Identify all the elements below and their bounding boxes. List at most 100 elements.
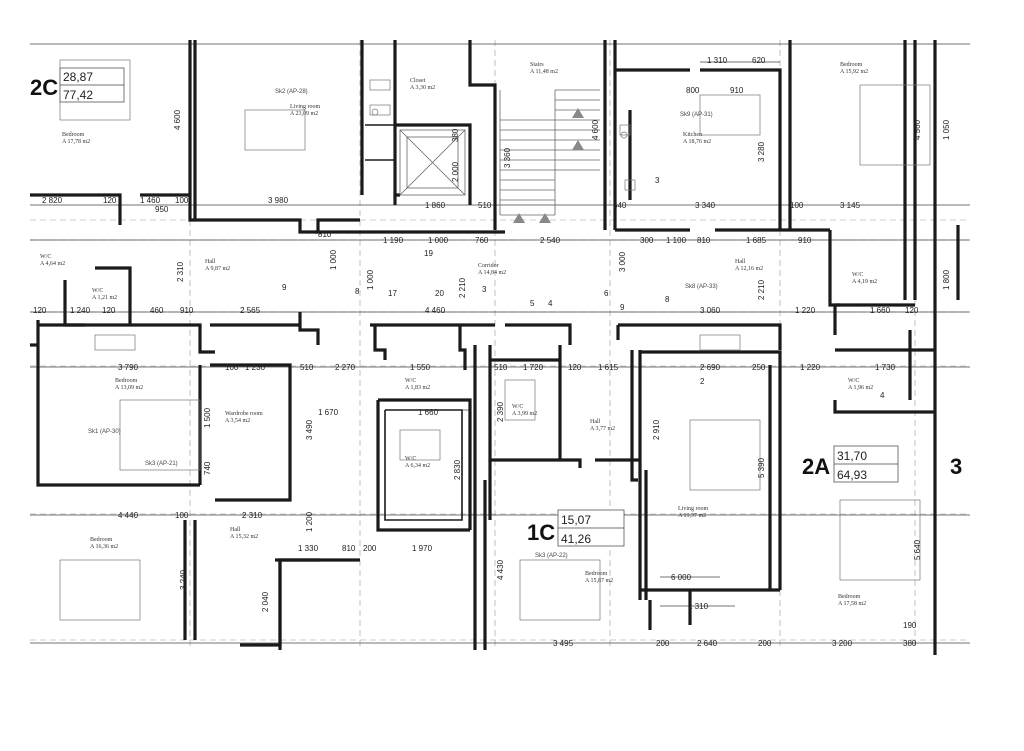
room-area: A 3,77 m2: [590, 426, 615, 432]
dimension-label: 5 390: [757, 457, 766, 478]
room-name: W/C: [405, 456, 416, 462]
dimension-label: 3 200: [832, 639, 853, 648]
dimension-label: 1 000: [428, 236, 449, 245]
dimension-label: 3 340: [695, 201, 716, 210]
grid-number: 19: [424, 249, 433, 258]
room-name: Hall: [230, 527, 241, 533]
dimension-label: 1 670: [318, 408, 339, 417]
dimension-label: 380: [903, 639, 917, 648]
dimension-label: 3 145: [840, 201, 861, 210]
dimension-label: 100: [790, 201, 804, 210]
dimension-labels: 2 820 120 1 460 950 100 3 980 810 1 190 …: [33, 56, 951, 648]
room-area: A 17,58 m2: [838, 601, 866, 607]
grid-number: 5: [530, 299, 535, 308]
dimension-label: 3 495: [553, 639, 574, 648]
stairs: [399, 89, 600, 223]
unit-living-area: 15,07: [561, 513, 591, 527]
unit-3: 3: [950, 454, 962, 479]
dimension-label: 100: [225, 363, 239, 372]
dimension-label: 640: [613, 201, 627, 210]
dimension-label: 4 600: [591, 119, 600, 140]
unit-living-area: 31,70: [837, 449, 867, 463]
unit-total-area: 41,26: [561, 532, 591, 546]
room-name: Stairs: [530, 62, 544, 68]
dimension-label: 1 240: [70, 306, 91, 315]
room-area: A 1,21 m2: [92, 295, 117, 301]
grid-markers: 3 9 8 17 20 3 5 4 6 8 9 19 2 4: [282, 176, 885, 400]
room-name: Bedroom: [90, 537, 113, 543]
grid-number: 17: [388, 289, 397, 298]
dimension-label: 300: [640, 236, 654, 245]
dimension-label: 950: [155, 205, 169, 214]
dimension-label: 3 980: [268, 196, 289, 205]
dimension-label: 910: [730, 86, 744, 95]
room-area: A 11,48 m2: [530, 69, 558, 75]
room-name: W/C: [852, 272, 863, 278]
unit-total-area: 64,93: [837, 468, 867, 482]
dimension-label: 1 685: [746, 236, 767, 245]
room-name: Bedroom: [838, 594, 861, 600]
dimension-label: 6 000: [671, 573, 692, 582]
grid-number: 9: [282, 283, 287, 292]
unit-living-area: 28,87: [63, 70, 93, 84]
room-name: W/C: [40, 254, 51, 260]
dimension-label: 1 000: [329, 249, 338, 270]
dimension-label: 620: [752, 56, 766, 65]
dimension-label: 1 310: [688, 602, 709, 611]
fixtures: [59, 59, 931, 621]
room-name: Living room: [290, 104, 320, 110]
dimension-label: 1 190: [383, 236, 404, 245]
unit-2a: 2A 31,70 64,93: [802, 445, 899, 483]
room-area: A 1,96 m2: [848, 385, 873, 391]
dimension-label: 2 270: [335, 363, 356, 372]
room-area: A 1,83 m2: [405, 385, 430, 391]
room-area: A 6,34 m2: [405, 463, 430, 469]
dimension-label: 1 800: [942, 269, 951, 290]
dimension-label: 1 660: [418, 408, 439, 417]
unit-code: 1C: [527, 520, 555, 545]
room-name: W/C: [848, 378, 859, 384]
dimension-label: 2 830: [453, 459, 462, 480]
dimension-label: 200: [363, 544, 377, 553]
dimension-label: 2 310: [242, 511, 263, 520]
dimension-label: 2 210: [458, 277, 467, 298]
grid-number: 2: [700, 377, 705, 386]
dimension-label: 740: [203, 461, 212, 475]
window-tag: Sk1 (AP-30): [88, 429, 121, 435]
dimension-label: 1 220: [795, 306, 816, 315]
dimension-label: 4 430: [496, 559, 505, 580]
grid-number: 8: [665, 295, 670, 304]
dimension-label: 1 730: [875, 363, 896, 372]
dimension-label: 510: [300, 363, 314, 372]
dimension-label: 3 000: [618, 251, 627, 272]
dimension-label: 120: [568, 363, 582, 372]
room-area: A 3,30 m2: [410, 85, 435, 91]
dimension-label: 2 640: [697, 639, 718, 648]
dimension-label: 1 230: [245, 363, 266, 372]
dimension-label: 1 860: [425, 201, 446, 210]
dimension-label: 910: [180, 306, 194, 315]
room-area: A 3,99 m2: [512, 411, 537, 417]
grid-number: 4: [548, 299, 553, 308]
unit-1c: 1C 15,07 41,26: [527, 509, 625, 547]
room-name: Hall: [205, 259, 216, 265]
room-area: A 12,16 m2: [735, 266, 763, 272]
dimension-label: 2 690: [700, 363, 721, 372]
dimension-label: 3 790: [118, 363, 139, 372]
dimension-label: 910: [798, 236, 812, 245]
dimension-label: 200: [758, 639, 772, 648]
room-area: A 23,09 m2: [290, 111, 318, 117]
dimension-label: 100: [175, 196, 189, 205]
dimension-label: 2 310: [176, 261, 185, 282]
unit-code: 3: [950, 454, 962, 479]
dimension-label: 2 565: [240, 306, 261, 315]
dimension-label: 1 050: [942, 119, 951, 140]
dimension-label: 1 000: [366, 269, 375, 290]
dimension-label: 2 210: [757, 279, 766, 300]
dimension-label: 1 200: [305, 511, 314, 532]
dimension-label: 1 310: [707, 56, 728, 65]
room-name: Hall: [735, 259, 746, 265]
dimension-label: 3 490: [305, 419, 314, 440]
room-name: W/C: [405, 378, 416, 384]
